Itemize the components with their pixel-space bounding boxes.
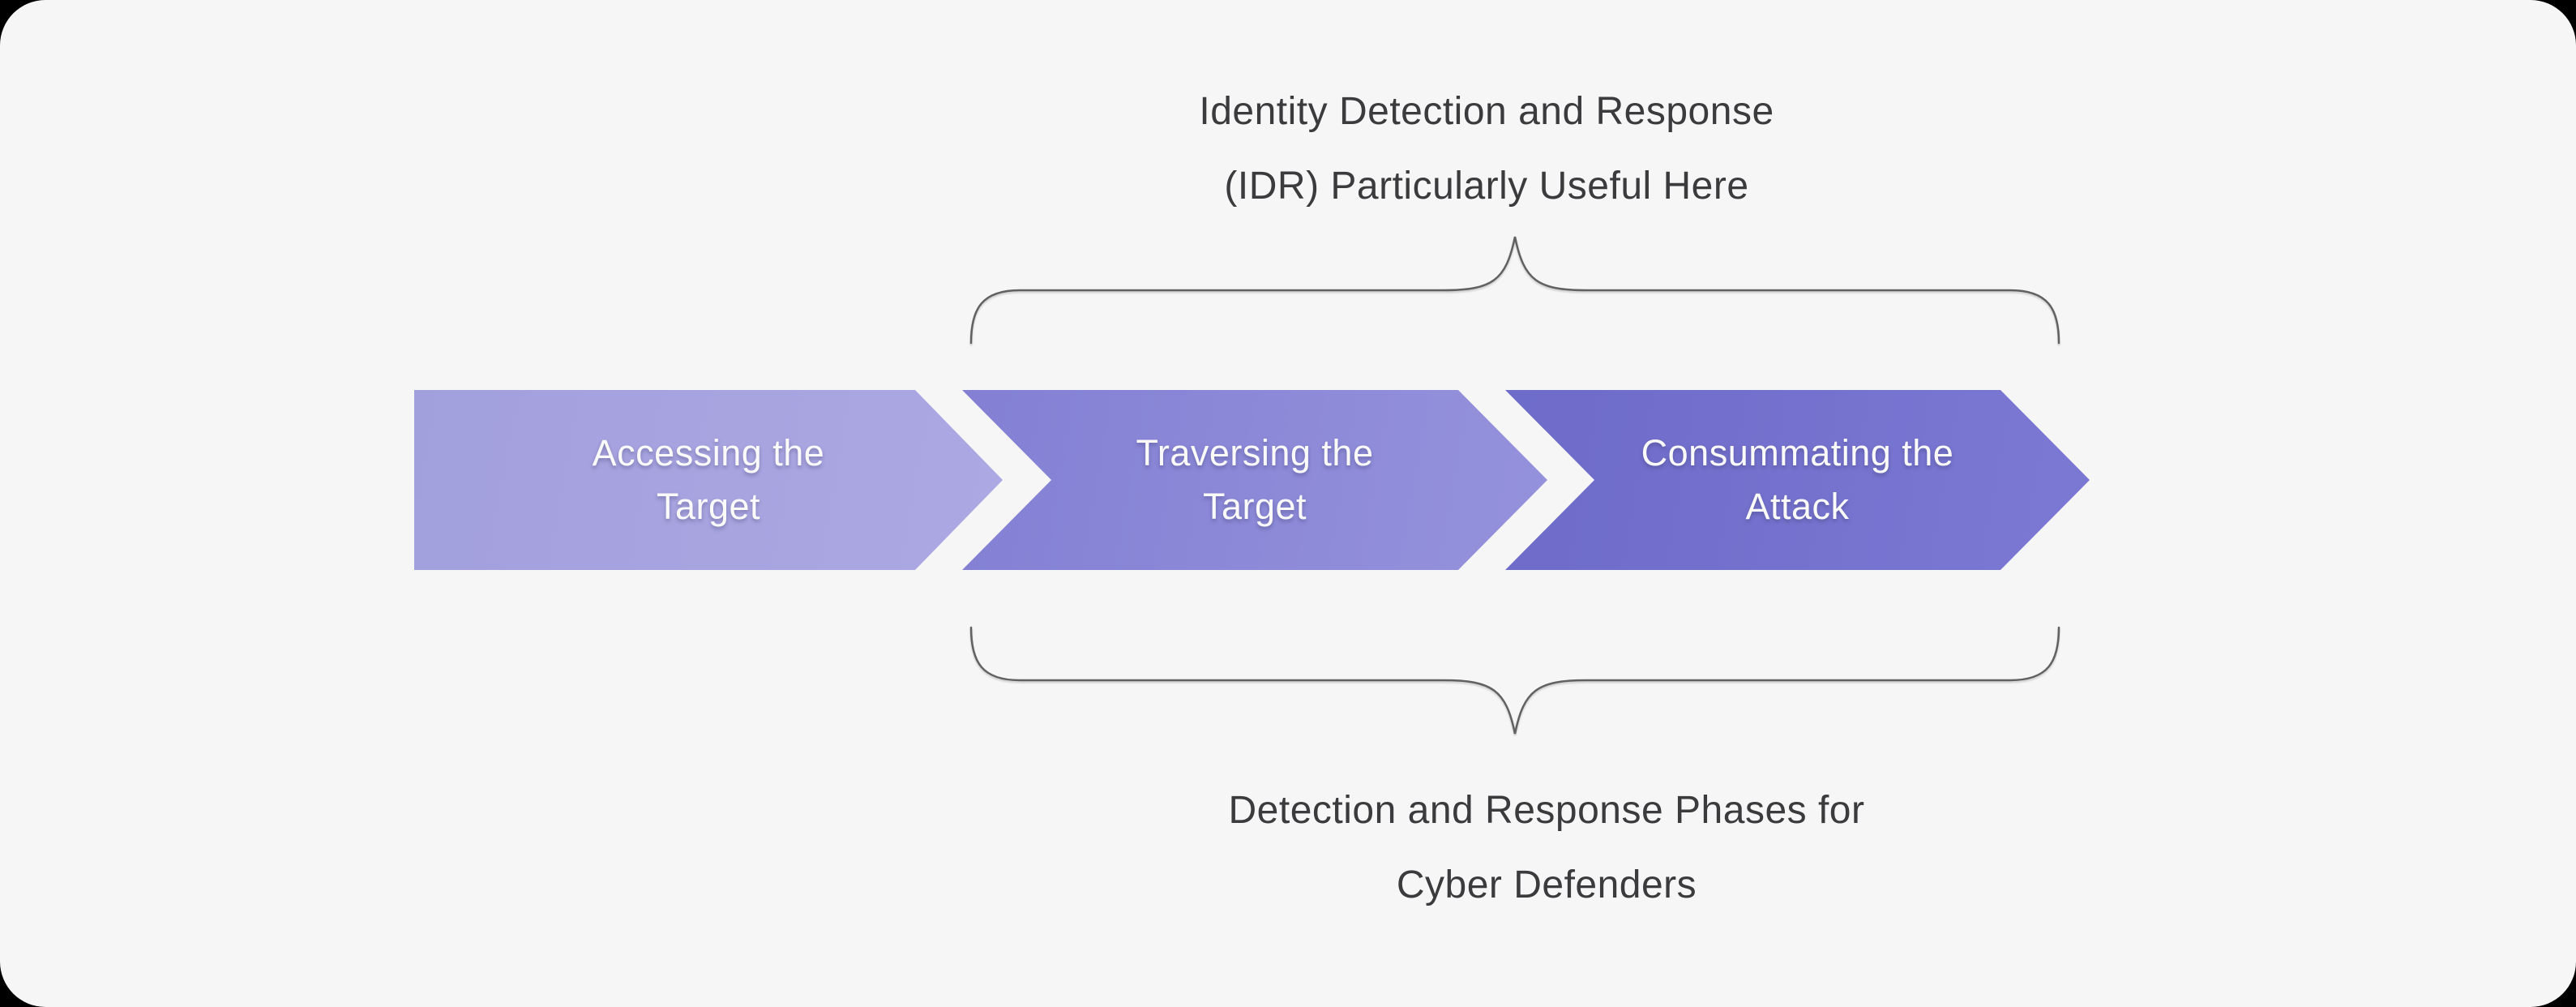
arrow-accessing-the-target: Accessing the Target [414, 390, 1003, 570]
bottom-caption-line-2: Cyber Defenders [1396, 863, 1697, 906]
arrow-label-accessing: Accessing the Target [593, 426, 825, 533]
bottom-brace [969, 626, 2060, 735]
arrow-label-consummating: Consummating the Attack [1641, 426, 1954, 533]
bottom-caption-line-1: Detection and Response Phases for [1228, 789, 1865, 832]
bottom-caption: Detection and Response Phases for Cyber … [1060, 773, 2033, 923]
arrow-traversing-the-target: Traversing the Target [962, 390, 1547, 570]
arrow-consummating-the-attack: Consummating the Attack [1505, 390, 2090, 570]
arrow-label-line: Target [1202, 486, 1307, 527]
top-caption: Identity Detection and Response (IDR) Pa… [1000, 75, 1973, 224]
top-brace [969, 236, 2060, 345]
arrow-label-line: Traversing the [1136, 432, 1374, 474]
bottom-brace-path [969, 626, 2060, 735]
arrow-label-traversing: Traversing the Target [1136, 426, 1374, 533]
top-brace-path [969, 236, 2060, 345]
arrow-label-line: Consummating the [1641, 432, 1954, 474]
arrow-label-line: Target [656, 486, 761, 527]
top-caption-line-2: (IDR) Particularly Useful Here [1224, 165, 1749, 208]
top-caption-line-1: Identity Detection and Response [1199, 90, 1774, 133]
arrow-label-line: Attack [1745, 486, 1850, 527]
arrow-label-line: Accessing the [592, 432, 825, 474]
